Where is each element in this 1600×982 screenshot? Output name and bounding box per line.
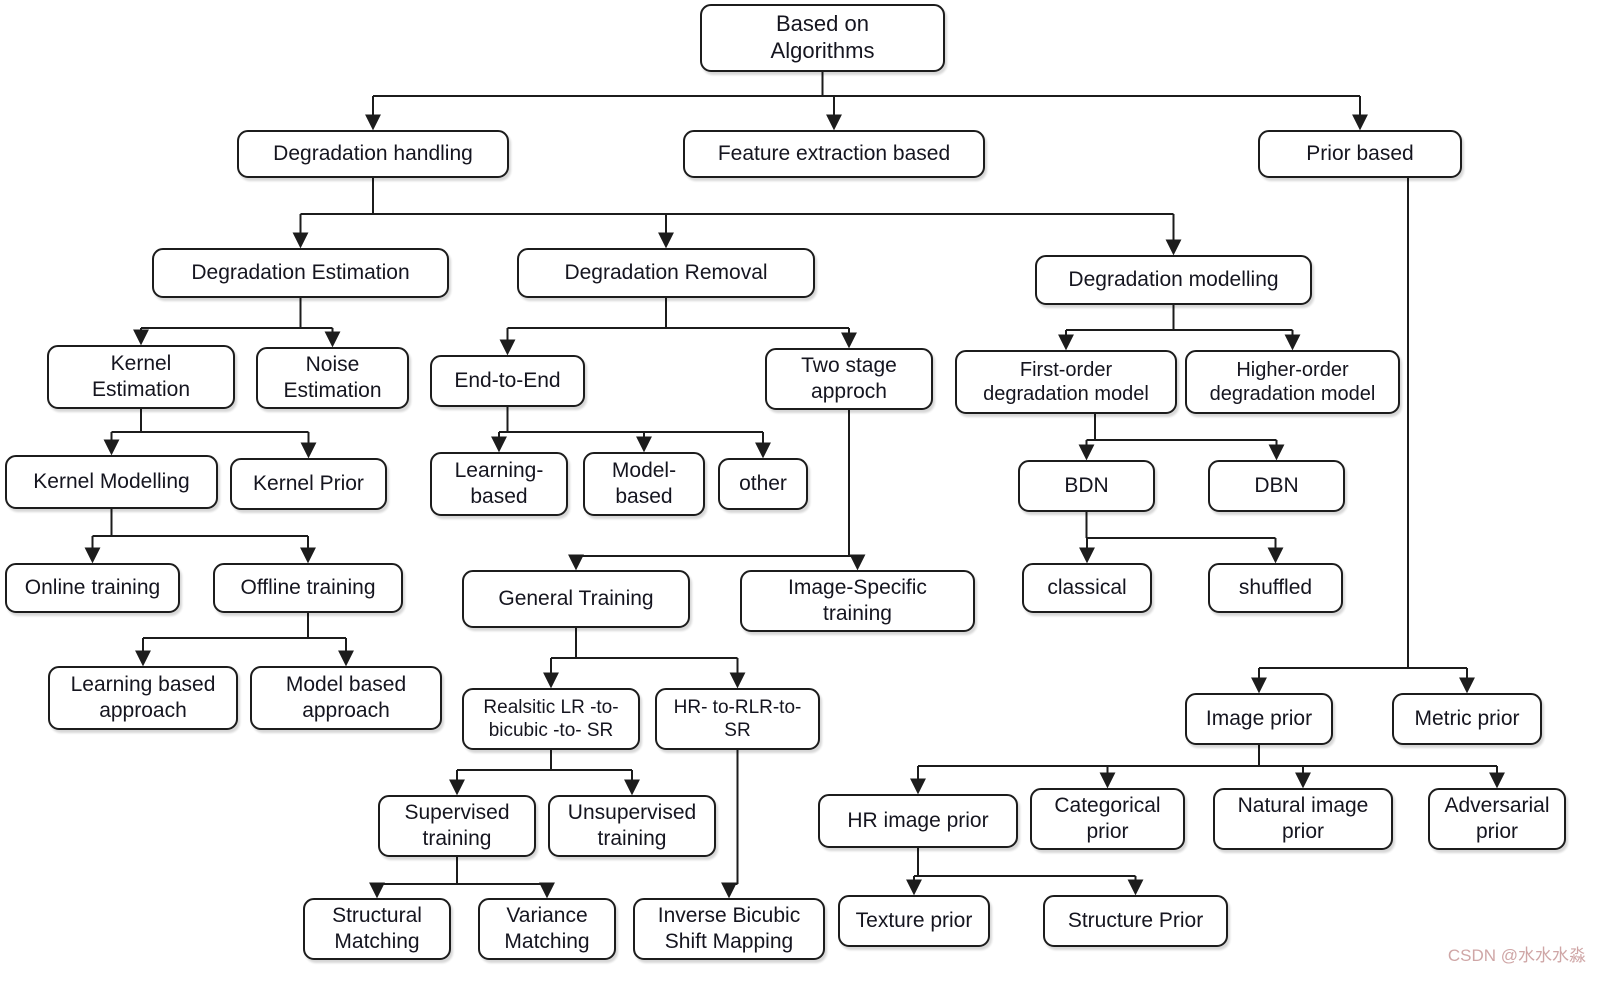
node-learning-based: Learning- based: [430, 452, 568, 516]
node-classical: classical: [1022, 563, 1152, 613]
node-label: Learning- based: [454, 459, 544, 508]
node-noise-estimation: Noise Estimation: [256, 347, 409, 409]
node-realsitic-lr-to-bicubic-to-sr: Realsitic LR -to- bicubic -to- SR: [462, 688, 640, 750]
node-model-based: Model- based: [583, 452, 705, 516]
node-label: Degradation modelling: [1068, 268, 1279, 292]
node-label: Metric prior: [1414, 707, 1520, 731]
node-label: Model based approach: [285, 673, 407, 722]
node-natural-image-prior: Natural image prior: [1213, 788, 1393, 850]
node-label: Degradation Estimation: [191, 261, 410, 285]
node-bdn: BDN: [1018, 460, 1155, 512]
node-first-order-degradation-model: First-order degradation model: [955, 350, 1177, 414]
node-model-based-approach: Model based approach: [250, 666, 442, 730]
node-end-to-end: End-to-End: [430, 355, 585, 407]
node-label: Learning based approach: [70, 673, 216, 722]
node-label: BDN: [1064, 474, 1109, 498]
node-label: Image prior: [1205, 707, 1313, 731]
watermark: CSDN @水水水淼: [1447, 946, 1586, 965]
node-other: other: [718, 458, 808, 510]
node-label: Offline training: [240, 576, 376, 600]
node-inverse-bicubic-shift-mapping: Inverse Bicubic Shift Mapping: [633, 898, 825, 960]
node-label: Supervised training: [404, 801, 510, 850]
node-supervised-training: Supervised training: [378, 795, 536, 857]
node-shuffled: shuffled: [1208, 563, 1343, 613]
node-hr-to-rlr-to-sr: HR- to-RLR-to- SR: [655, 688, 820, 750]
node-label: Texture prior: [855, 909, 973, 933]
node-label: Realsitic LR -to- bicubic -to- SR: [483, 696, 619, 741]
node-label: First-order degradation model: [983, 358, 1149, 405]
node-kernel-estimation: Kernel Estimation: [47, 345, 235, 409]
node-structural-matching: Structural Matching: [303, 898, 451, 960]
node-label: DBN: [1254, 474, 1299, 498]
node-label: Categorical prior: [1054, 794, 1161, 843]
node-dbn: DBN: [1208, 460, 1345, 512]
node-label: Kernel Estimation: [91, 352, 191, 401]
node-label: HR image prior: [847, 809, 989, 833]
node-metric-prior: Metric prior: [1392, 693, 1542, 745]
node-prior-based: Prior based: [1258, 130, 1462, 178]
node-higher-order-degradation-model: Higher-order degradation model: [1185, 350, 1400, 414]
node-offline-training: Offline training: [213, 563, 403, 613]
node-label: Noise Estimation: [283, 353, 382, 402]
node-label: Degradation Removal: [564, 261, 768, 285]
node-label: Kernel Prior: [253, 472, 364, 496]
node-label: Kernel Modelling: [33, 470, 190, 494]
node-feature-extraction-based: Feature extraction based: [683, 130, 985, 178]
node-label: Degradation handling: [273, 142, 473, 166]
node-label: General Training: [498, 587, 654, 611]
node-adversarial-prior: Adversarial prior: [1428, 788, 1566, 850]
node-image-specific-training: Image-Specific training: [740, 570, 975, 632]
node-kernel-modelling: Kernel Modelling: [5, 455, 218, 509]
node-kernel-prior: Kernel Prior: [230, 458, 387, 510]
node-degradation-estimation: Degradation Estimation: [152, 248, 449, 298]
node-categorical-prior: Categorical prior: [1030, 788, 1185, 850]
node-general-training: General Training: [462, 570, 690, 628]
node-label: Feature extraction based: [717, 142, 951, 166]
node-two-stage-approch: Two stage approch: [765, 348, 933, 410]
node-image-prior: Image prior: [1185, 693, 1333, 745]
node-label: Adversarial prior: [1444, 794, 1550, 843]
node-texture-prior: Texture prior: [838, 895, 990, 947]
node-unsupervised-training: Unsupervised training: [548, 795, 716, 857]
node-label: Higher-order degradation model: [1209, 358, 1376, 405]
node-label: Inverse Bicubic Shift Mapping: [657, 904, 801, 953]
node-label: Two stage approch: [801, 354, 897, 403]
node-label: End-to-End: [454, 369, 561, 393]
node-degradation-handling: Degradation handling: [237, 130, 509, 178]
node-label: classical: [1047, 576, 1127, 600]
node-degradation-removal: Degradation Removal: [517, 248, 815, 298]
node-online-training: Online training: [5, 563, 180, 613]
node-degradation-modelling: Degradation modelling: [1035, 255, 1312, 305]
node-label: Based on Algorithms: [770, 11, 875, 63]
node-variance-matching: Variance Matching: [478, 898, 616, 960]
node-label: Variance Matching: [504, 904, 590, 953]
node-label: Unsupervised training: [567, 801, 697, 850]
node-label: Structure Prior: [1067, 909, 1204, 933]
node-label: Model- based: [611, 459, 677, 508]
node-label: shuffled: [1238, 576, 1313, 600]
node-label: Prior based: [1306, 142, 1414, 166]
node-label: other: [739, 472, 787, 496]
node-label: Structural Matching: [332, 904, 422, 953]
node-label: Online training: [24, 576, 161, 600]
node-label: HR- to-RLR-to- SR: [673, 696, 802, 741]
node-hr-image-prior: HR image prior: [818, 794, 1018, 848]
node-based-on-algorithms: Based on Algorithms: [700, 4, 945, 72]
node-learning-based-approach: Learning based approach: [48, 666, 238, 730]
node-label: Image-Specific training: [788, 576, 927, 625]
node-label: Natural image prior: [1237, 794, 1369, 843]
node-structure-prior: Structure Prior: [1043, 895, 1228, 947]
